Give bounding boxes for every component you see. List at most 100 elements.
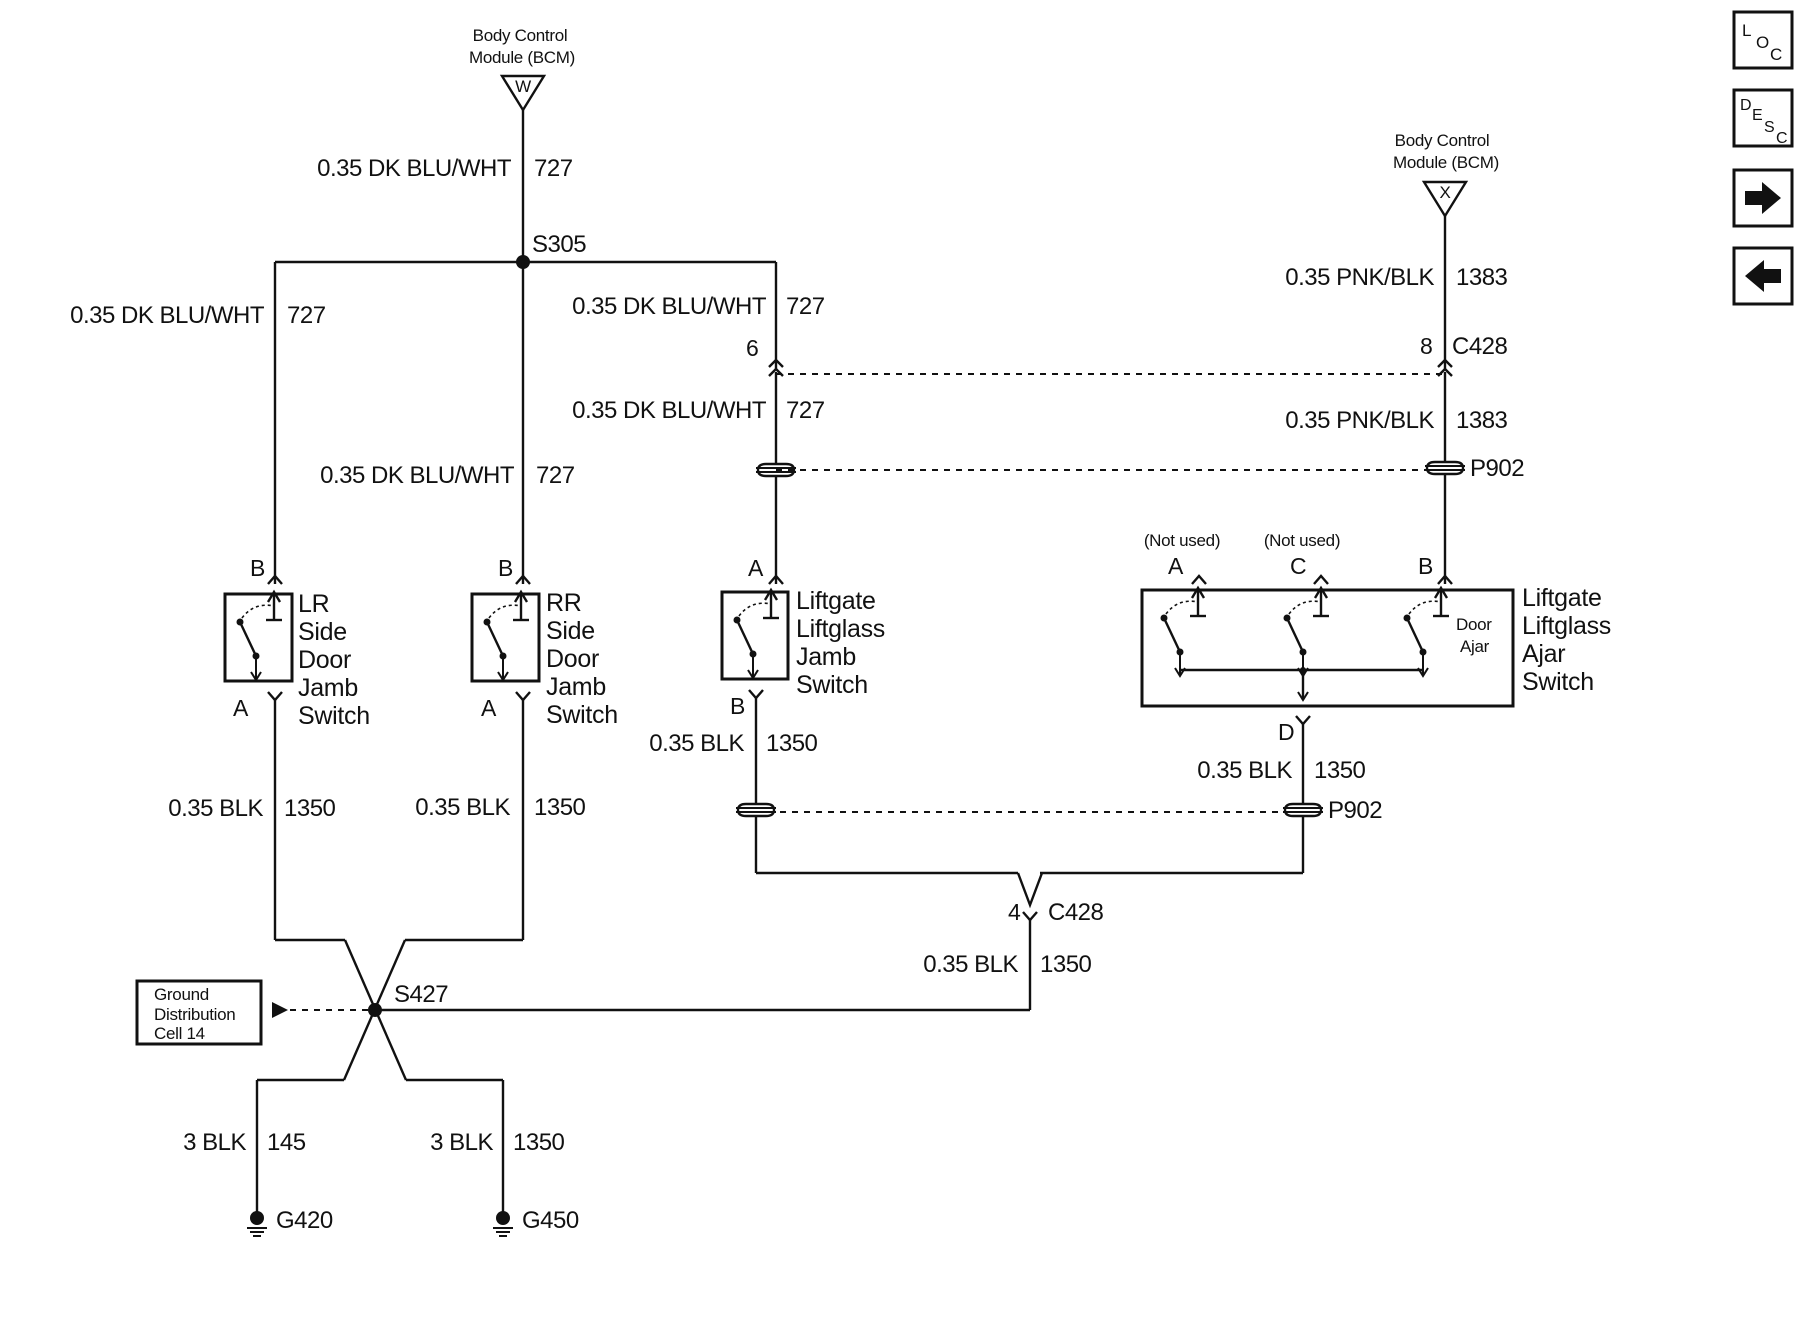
pin-label: B bbox=[1418, 553, 1433, 579]
wire-label: 0.35 PNK/BLK bbox=[1285, 264, 1434, 291]
bcm-w-label: Body Control bbox=[473, 26, 568, 45]
svg-text:O: O bbox=[1756, 33, 1769, 52]
connector-label: C428 bbox=[1452, 333, 1508, 360]
pin-label: C bbox=[1290, 553, 1307, 579]
wire-label: 0.35 DK BLU/WHT bbox=[70, 302, 265, 329]
ground-distribution-label: Ground bbox=[154, 985, 209, 1004]
rr-switch-label: Side bbox=[546, 617, 595, 645]
wire-label: 0.35 DK BLU/WHT bbox=[317, 155, 512, 182]
wire-circuit: 1350 bbox=[513, 1129, 565, 1156]
splice-label: S305 bbox=[532, 231, 586, 258]
ground-icon bbox=[246, 1210, 268, 1237]
ground-distribution-box bbox=[135, 979, 263, 1046]
wire-circuit: 1350 bbox=[534, 794, 586, 821]
connector-label: C428 bbox=[1048, 899, 1104, 926]
wire-circuit: 1350 bbox=[1040, 951, 1092, 978]
wire-label: 0.35 BLK bbox=[1197, 757, 1292, 784]
connector-pin: 4 bbox=[1008, 899, 1021, 925]
liftglass-jamb-switch-label: Jamb bbox=[796, 643, 856, 671]
ground-distribution-label: Distribution bbox=[154, 1005, 235, 1024]
door-ajar-label: Ajar bbox=[1460, 637, 1490, 656]
connector-label: P902 bbox=[1470, 455, 1524, 482]
liftglass-ajar-switch-label: Ajar bbox=[1522, 640, 1565, 668]
wire-circuit: 727 bbox=[287, 302, 326, 329]
wire-circuit: 1350 bbox=[284, 795, 336, 822]
pin-label: A bbox=[233, 695, 249, 721]
arrow-right-icon bbox=[1745, 182, 1781, 214]
rr-switch-label: Switch bbox=[546, 701, 618, 729]
loc-button[interactable]: L O C bbox=[1732, 10, 1794, 70]
liftglass-jamb-switch-label: Liftglass bbox=[796, 615, 885, 643]
liftglass-ajar-switch-box bbox=[1140, 588, 1515, 708]
wire-label: 0.35 BLK bbox=[923, 951, 1018, 978]
wire-circuit: 727 bbox=[534, 155, 573, 182]
ground-label: G420 bbox=[276, 1207, 333, 1234]
door-ajar-label: Door bbox=[1456, 615, 1492, 634]
liftglass-ajar-switch-label: Liftgate bbox=[1522, 584, 1602, 612]
lr-switch-box bbox=[223, 592, 294, 683]
lr-switch-label: Door bbox=[298, 646, 351, 674]
bcm-w-terminal bbox=[499, 74, 547, 113]
splice-label: S427 bbox=[394, 981, 448, 1008]
wire-circuit: 727 bbox=[786, 397, 825, 424]
bcm-x-terminal bbox=[1421, 180, 1469, 219]
ground-label: G450 bbox=[522, 1207, 579, 1234]
pin-label: B bbox=[498, 555, 513, 581]
lr-switch-label: LR bbox=[298, 590, 329, 618]
arrow-left-icon bbox=[1745, 260, 1781, 292]
liftglass-jamb-switch-label: Liftgate bbox=[796, 587, 876, 615]
desc-button[interactable]: D E S C bbox=[1732, 88, 1794, 148]
pin-label: A bbox=[1168, 553, 1184, 579]
wire-circuit: 1383 bbox=[1456, 407, 1508, 434]
wire-label: 0.35 PNK/BLK bbox=[1285, 407, 1434, 434]
wire-label: 3 BLK bbox=[183, 1129, 246, 1156]
liftglass-jamb-switch-label: Switch bbox=[796, 671, 868, 699]
not-used-label: (Not used) bbox=[1264, 531, 1340, 550]
splice-s427 bbox=[368, 1003, 382, 1017]
wire-label: 0.35 BLK bbox=[649, 730, 744, 757]
svg-text:C: C bbox=[1770, 45, 1782, 64]
wire-label: 0.35 BLK bbox=[168, 795, 263, 822]
previous-page-button[interactable] bbox=[1732, 246, 1794, 306]
pin-label: A bbox=[748, 555, 764, 581]
bcm-w-pin: W bbox=[515, 77, 531, 96]
pin-label: B bbox=[730, 693, 745, 719]
wire-circuit: 1350 bbox=[766, 730, 818, 757]
wire-circuit: 1383 bbox=[1456, 264, 1508, 291]
svg-text:E: E bbox=[1752, 107, 1763, 124]
pin-label: B bbox=[250, 555, 265, 581]
connector-pin: 8 bbox=[1420, 333, 1433, 359]
bcm-x-label: Module (BCM) bbox=[1393, 153, 1499, 172]
svg-text:L: L bbox=[1742, 21, 1751, 40]
wire-circuit: 727 bbox=[536, 462, 575, 489]
lr-switch-label: Side bbox=[298, 618, 347, 646]
wire-label: 3 BLK bbox=[430, 1129, 493, 1156]
wire-label: 0.35 DK BLU/WHT bbox=[572, 293, 767, 320]
rr-switch-label: Jamb bbox=[546, 673, 606, 701]
liftglass-ajar-switch-label: Switch bbox=[1522, 668, 1594, 696]
wire-circuit: 727 bbox=[786, 293, 825, 320]
next-page-button[interactable] bbox=[1732, 168, 1794, 228]
connector-label: P902 bbox=[1328, 797, 1382, 824]
lr-switch-label: Switch bbox=[298, 702, 370, 730]
wire-circuit: 1350 bbox=[1314, 757, 1366, 784]
wire-label: 0.35 DK BLU/WHT bbox=[572, 397, 767, 424]
liftglass-ajar-switch-label: Liftglass bbox=[1522, 612, 1611, 640]
svg-text:D: D bbox=[1740, 97, 1752, 114]
not-used-label: (Not used) bbox=[1144, 531, 1220, 550]
wire-circuit: 145 bbox=[267, 1129, 306, 1156]
ground-distribution-label: Cell 14 bbox=[154, 1024, 205, 1043]
ground-icon bbox=[492, 1210, 514, 1237]
pin-label: D bbox=[1278, 719, 1295, 745]
bcm-w-label: Module (BCM) bbox=[469, 48, 575, 67]
liftglass-jamb-switch-box bbox=[720, 590, 790, 681]
pin-label: A bbox=[481, 695, 497, 721]
wire-label: 0.35 DK BLU/WHT bbox=[320, 462, 515, 489]
wire-label: 0.35 BLK bbox=[415, 794, 510, 821]
lr-switch-label: Jamb bbox=[298, 674, 358, 702]
connector-pin: 6 bbox=[746, 335, 759, 361]
bcm-x-pin: X bbox=[1439, 183, 1450, 202]
svg-text:C: C bbox=[1776, 130, 1788, 147]
svg-text:S: S bbox=[1764, 119, 1775, 136]
rr-switch-label: Door bbox=[546, 645, 599, 673]
